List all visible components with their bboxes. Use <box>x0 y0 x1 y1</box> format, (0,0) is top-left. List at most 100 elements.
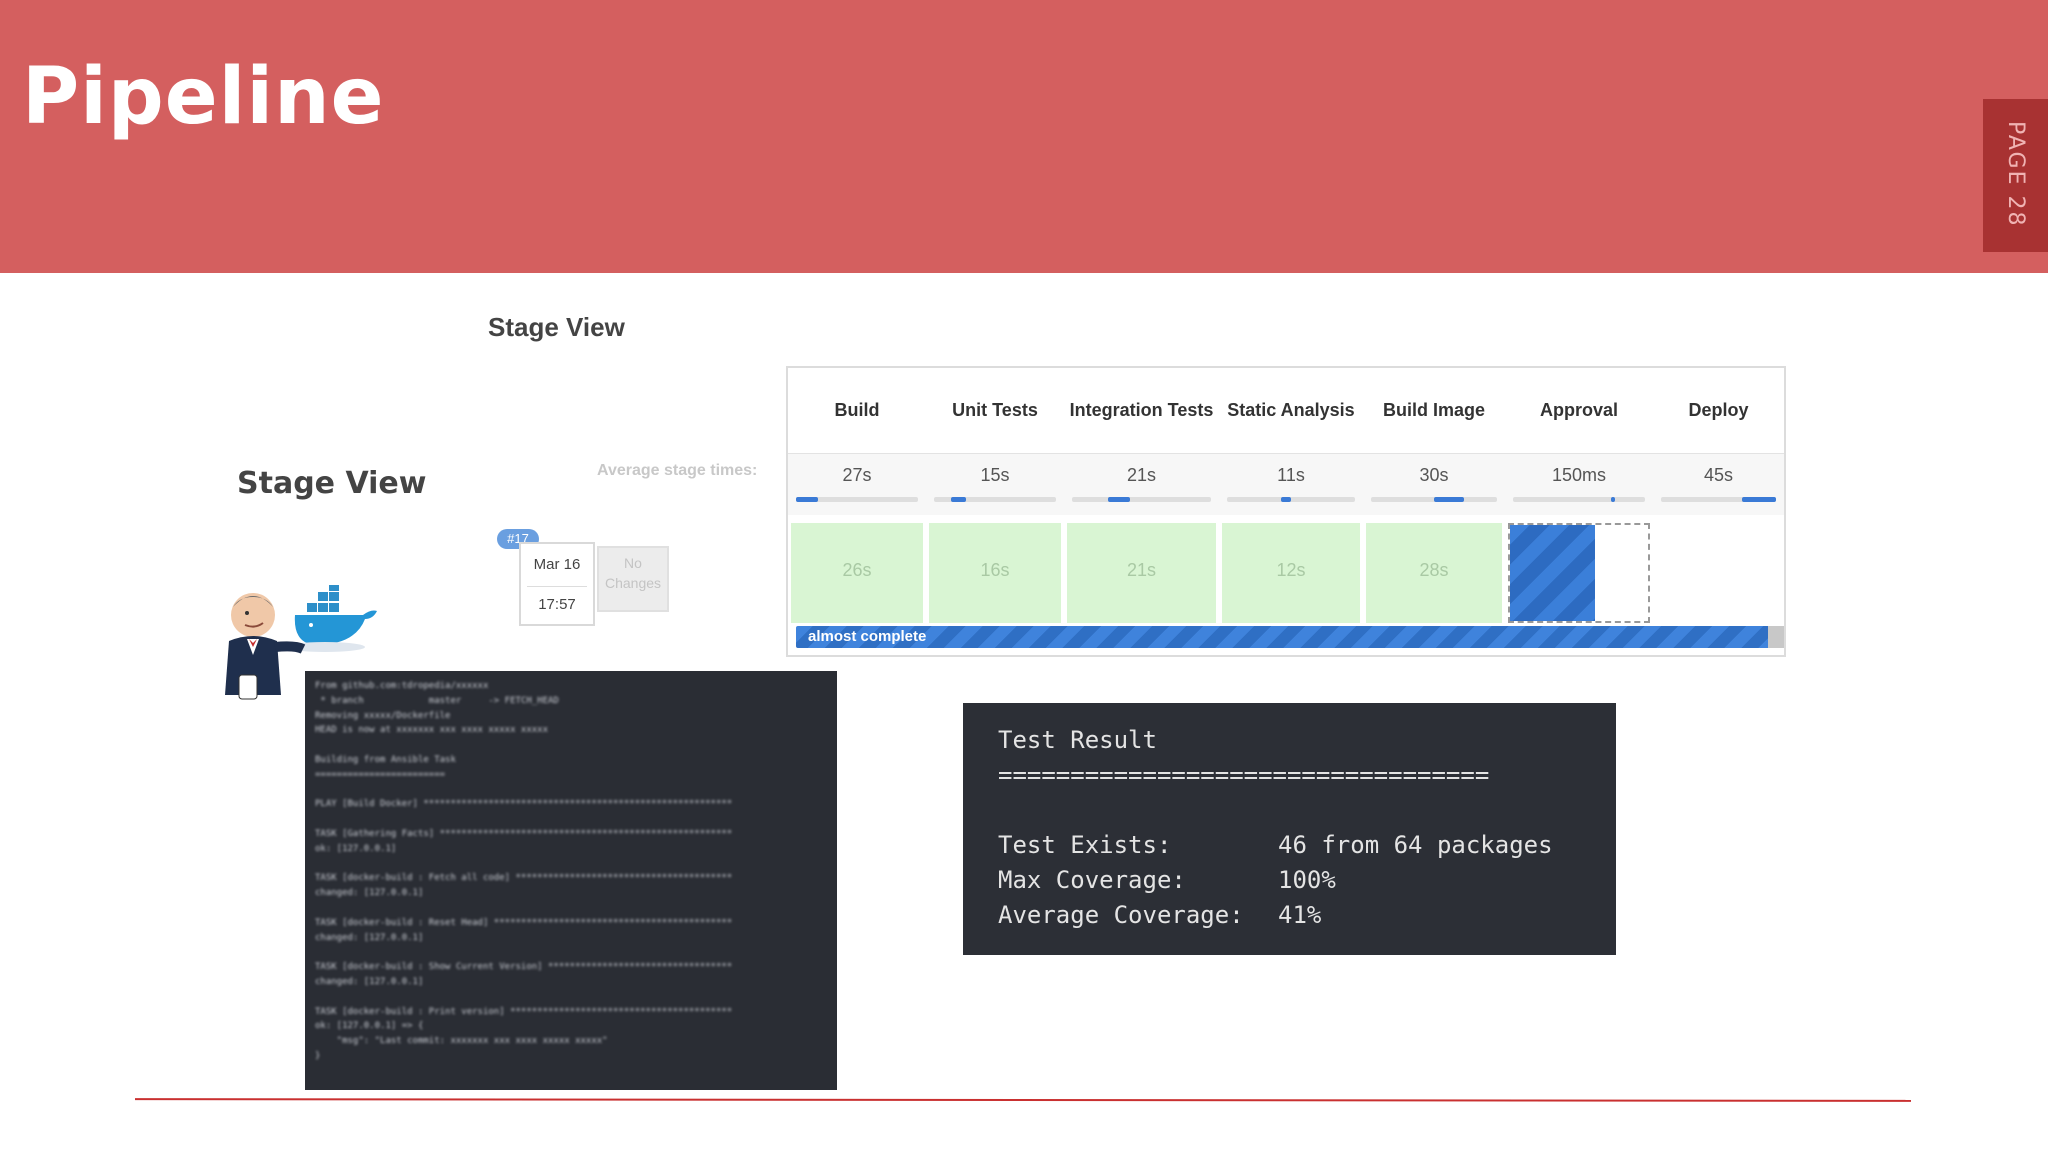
stage-avg-approval: 150ms <box>1505 453 1653 515</box>
stage-avg-time: 15s <box>980 465 1010 485</box>
console-line: From github.com:tdropedia/xxxxxx <box>315 681 489 691</box>
stage-grid: almost complete Build 27s 26s Unit Tests 15s… <box>786 366 1786 657</box>
stage-run-integration-tests[interactable]: 21s <box>1067 523 1216 623</box>
stage-avg-track <box>1227 497 1355 502</box>
stage-run-unit-tests[interactable]: 16s <box>929 523 1061 623</box>
stage-header-unit-tests: Unit Tests <box>952 400 1038 421</box>
stage-avg-track <box>934 497 1056 502</box>
stage-avg-build-image: 30s <box>1363 453 1505 515</box>
console-line: TASK [docker-build : Reset Head] *******… <box>315 917 733 928</box>
bottom-divider <box>134 1098 1912 1102</box>
stage-avg-static-analysis: 11s <box>1219 453 1363 515</box>
console-line <box>315 857 827 872</box>
stage-header-integration-tests: Integration Tests <box>1069 400 1214 421</box>
run-progress-bar: almost complete <box>796 626 1784 648</box>
console-line: TASK [docker-build : Print version] ****… <box>315 1006 733 1017</box>
console-log-panel: From github.com:tdropedia/xxxxxx * branc… <box>305 671 837 1090</box>
run-time: 17:57 <box>538 596 576 613</box>
console-line: Building from Ansible Task <box>315 754 456 765</box>
console-line: Removing xxxxx/Dockerfile <box>315 710 451 721</box>
console-line <box>315 783 827 798</box>
stage-avg-time: 21s <box>1126 465 1157 485</box>
blank-line <box>998 793 1616 828</box>
slide-title: Pipeline <box>22 52 385 142</box>
test-result-value: 100% <box>1278 866 1336 894</box>
console-line: changed: [127.0.0.1] <box>315 932 424 943</box>
console-line: TASK [docker-build : Fetch all code] ***… <box>315 873 733 884</box>
stage-run-build-image[interactable]: 28s <box>1366 523 1502 623</box>
test-result-key: Average Coverage: <box>998 901 1244 929</box>
stage-avg-time: 30s <box>1419 465 1449 485</box>
page-number-tab: PAGE 28 <box>1983 99 2048 252</box>
stage-avg-unit-tests: 15s <box>926 453 1064 515</box>
test-result-row: Max Coverage:100% <box>998 863 1616 898</box>
test-result-key: Test Exists: <box>998 831 1172 859</box>
changes-box[interactable]: No Changes <box>597 546 669 612</box>
test-result-title: Test Result <box>998 726 1157 754</box>
stage-avg-track <box>1371 497 1497 502</box>
console-line: ======================== <box>315 769 446 780</box>
test-result-row: Average Coverage: 41% <box>998 898 1616 933</box>
console-line <box>315 812 827 827</box>
stage-header-build-image: Build Image <box>1382 400 1485 421</box>
stage-avg-track <box>1661 497 1776 502</box>
slide-header: Pipeline <box>0 0 2048 273</box>
console-line: TASK [Gathering Facts] *****************… <box>315 828 733 839</box>
test-result-value: 46 from 64 packages <box>1278 831 1553 859</box>
console-line: "msg": "Last commit: xxxxxxx xxx xxxx xx… <box>315 1036 608 1047</box>
console-line <box>315 738 827 753</box>
test-result-value: 41% <box>1278 901 1322 929</box>
stage-header-approval: Approval <box>1539 400 1618 421</box>
stage-avg-fill <box>1434 497 1465 502</box>
stage-view-panel: Average stage times: #17 Mar 16 17:57 No… <box>487 362 1799 662</box>
console-line: changed: [127.0.0.1] <box>315 888 424 899</box>
jenkins-mascot-icon <box>225 585 377 700</box>
test-result-panel: Test Result ============================… <box>963 703 1616 955</box>
stage-avg-track <box>1513 497 1645 502</box>
stage-avg-time: 45s <box>1703 465 1734 485</box>
stage-avg-fill <box>1610 497 1615 502</box>
stage-run-static-analysis[interactable]: 12s <box>1222 523 1360 623</box>
date-divider <box>527 586 587 587</box>
stage-header-static-analysis: Static Analysis <box>1227 400 1355 421</box>
stage-avg-time: 150ms <box>1551 465 1607 485</box>
stage-avg-integration-tests: 21s <box>1064 453 1219 515</box>
stage-avg-fill <box>951 497 966 502</box>
stage-avg-build: 27s <box>788 453 926 515</box>
stage-avg-fill <box>1280 497 1291 502</box>
stage-view-title: Stage View <box>488 312 625 342</box>
stage-avg-track <box>1072 497 1211 502</box>
average-stage-times-label: Average stage times: <box>597 462 758 479</box>
test-result-separator: ================================== <box>998 761 1490 789</box>
console-line: changed: [127.0.0.1] <box>315 976 424 987</box>
console-line: HEAD is now at xxxxxxx xxx xxxx xxxxx xx… <box>315 725 548 736</box>
console-line: * branch master -> FETCH_HEAD <box>315 695 559 706</box>
stage-run-approval[interactable] <box>1508 523 1650 623</box>
progress-end <box>1768 626 1784 648</box>
stage-avg-time: 11s <box>1277 465 1305 485</box>
run-date-box[interactable]: Mar 16 17:57 <box>519 542 595 626</box>
stage-header-build: Build <box>834 400 880 421</box>
console-line: ok: [127.0.0.1] => { <box>315 1021 424 1032</box>
test-result-row: Test Exists: 46 from 64 packages <box>998 828 1616 863</box>
stage-header-deploy: Deploy <box>1688 400 1749 421</box>
run-date: Mar 16 <box>533 556 581 573</box>
average-times-row <box>788 453 1784 515</box>
docker-whale-icon <box>294 585 377 645</box>
stage-avg-deploy: 45s <box>1653 453 1784 515</box>
console-line: } <box>315 1050 321 1061</box>
approval-progress-fill <box>1510 525 1595 621</box>
stage-avg-fill <box>1741 497 1776 502</box>
console-line <box>315 901 827 916</box>
side-label: Stage View <box>237 466 427 501</box>
stage-avg-time: 27s <box>842 465 872 485</box>
console-line <box>315 945 827 960</box>
console-line: TASK [docker-build : Show Current Versio… <box>315 962 733 973</box>
progress-label: almost complete <box>808 628 927 645</box>
page-number-label: PAGE 28 <box>2003 121 2028 228</box>
stage-avg-fill <box>1108 497 1131 502</box>
console-line: PLAY [Build Docker] ********************… <box>315 799 733 810</box>
stage-avg-fill <box>796 497 818 502</box>
stage-run-build[interactable]: 26s <box>791 523 923 623</box>
